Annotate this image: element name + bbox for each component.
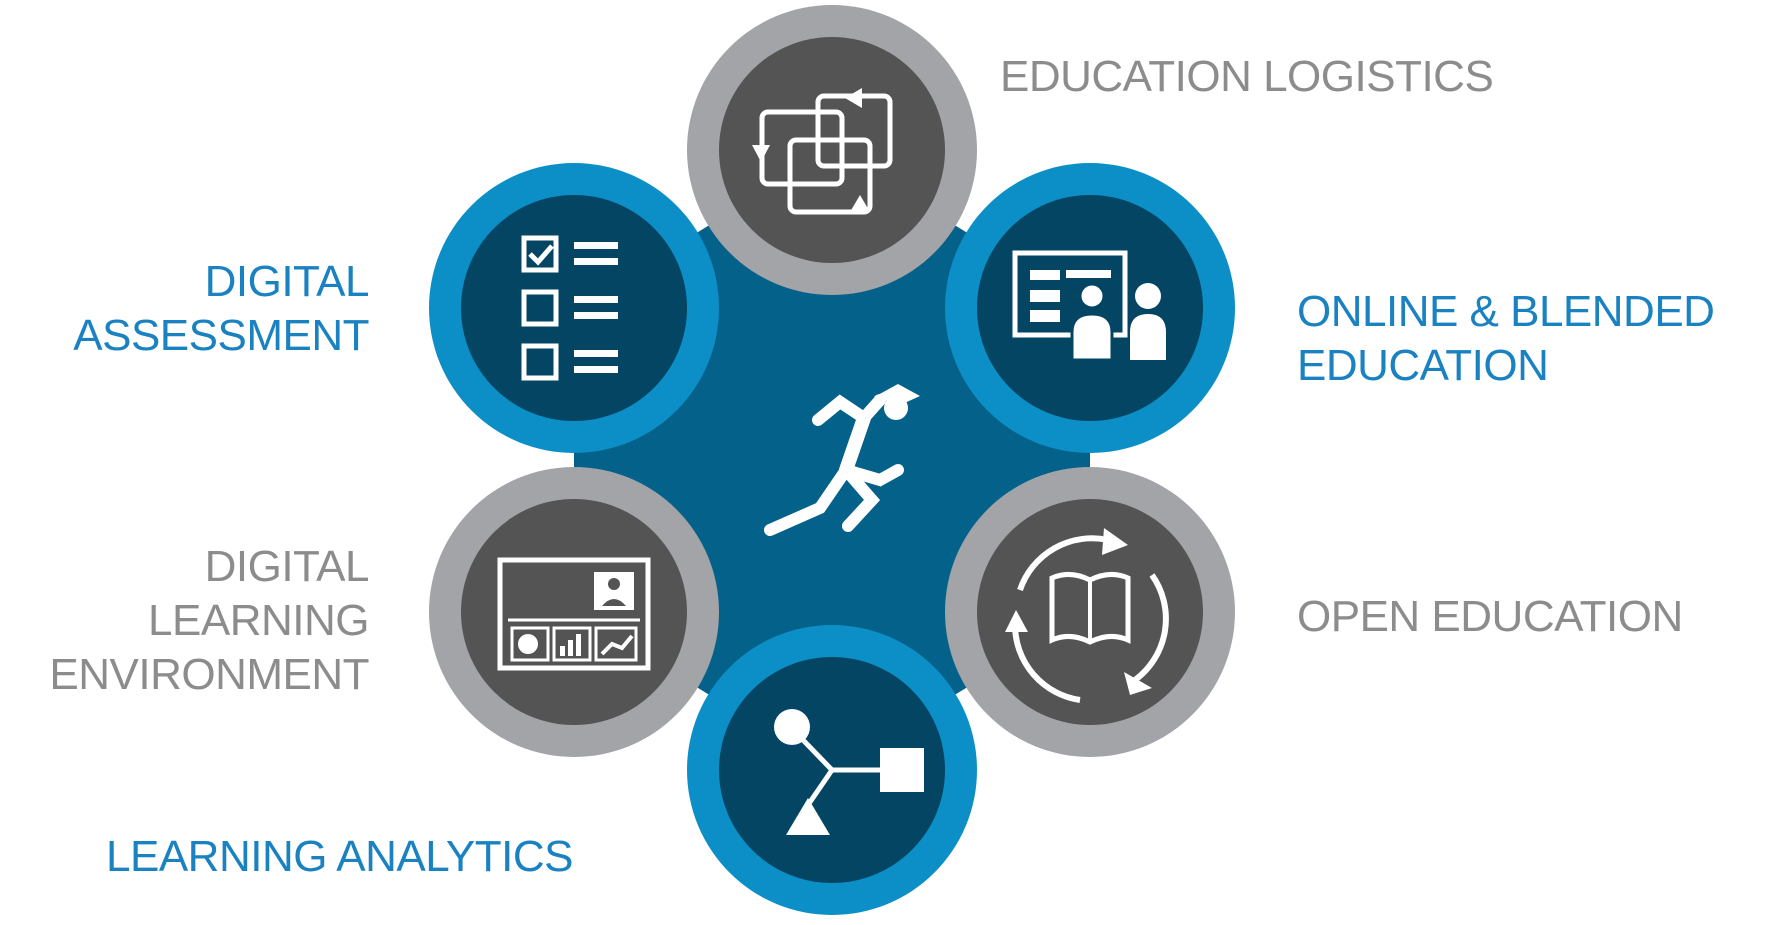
running-graduate-icon — [764, 384, 920, 536]
label-learning-analytics: LEARNING ANALYTICS — [106, 830, 574, 884]
label-online-blended-education: ONLINE & BLENDED EDUCATION — [1297, 285, 1715, 393]
label-open-education: OPEN EDUCATION — [1297, 590, 1683, 644]
label-line: EDUCATION LOGISTICS — [1000, 52, 1494, 101]
label-line: EDUCATION — [1297, 341, 1549, 390]
label-line: DIGITAL — [204, 542, 370, 591]
disc-digital-learning-environment — [461, 499, 687, 725]
checklist-icon — [521, 235, 618, 381]
label-line: LEARNING ANALYTICS — [106, 832, 574, 881]
label-line: OPEN EDUCATION — [1297, 592, 1683, 641]
label-education-logistics: EDUCATION LOGISTICS — [1000, 50, 1494, 104]
label-digital-learning-environment: DIGITAL LEARNING ENVIRONMENT — [49, 540, 369, 702]
label-digital-assessment: DIGITAL ASSESSMENT — [73, 255, 369, 363]
label-line: LEARNING — [148, 596, 369, 645]
presentation-board-icon — [1012, 250, 1166, 362]
label-line: DIGITAL — [204, 257, 370, 306]
center-inner — [704, 300, 960, 620]
label-line: ASSESSMENT — [73, 311, 369, 360]
disc-education-logistics — [719, 37, 945, 263]
dashboard-icon — [497, 557, 651, 671]
open-book-cycle-icon — [1005, 528, 1169, 703]
label-line: ONLINE & BLENDED — [1297, 287, 1715, 336]
node-network-icon — [774, 709, 924, 835]
label-line: ENVIRONMENT — [49, 650, 369, 699]
cycle-screens-icon — [752, 88, 893, 215]
disc-digital-assessment — [461, 195, 687, 421]
